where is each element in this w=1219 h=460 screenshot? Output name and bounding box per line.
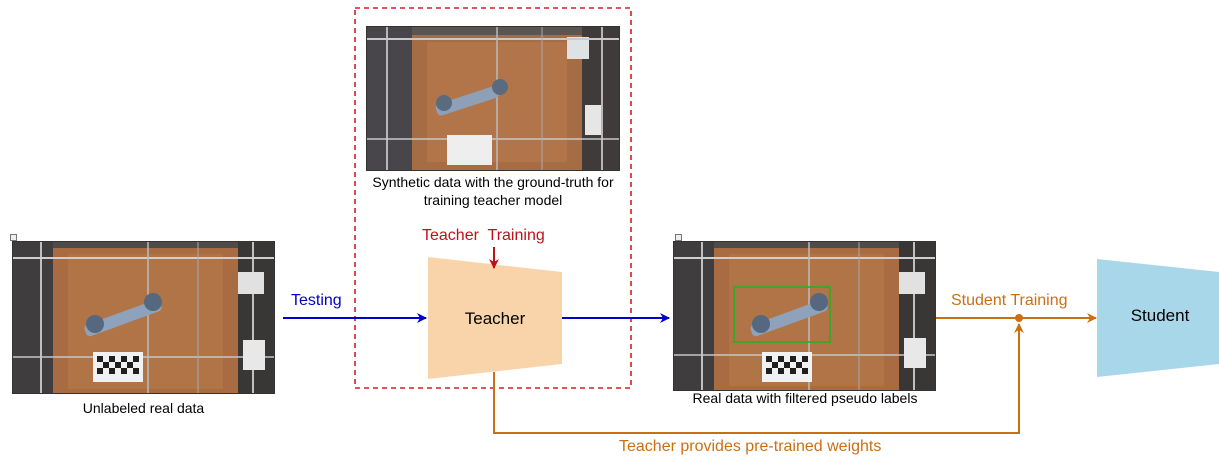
- unlabeled-data-image: [12, 241, 275, 394]
- detection-box: [733, 286, 831, 343]
- collapse-icon: [10, 234, 17, 241]
- student-training-label: Student Training: [951, 292, 1068, 309]
- pseudo-labeled-image: [673, 241, 936, 391]
- student-label: Student: [1130, 306, 1190, 325]
- pseudo-caption: Real data with filtered pseudo labels: [692, 390, 918, 406]
- synthetic-caption: Synthetic data with the ground-truth for…: [372, 174, 614, 208]
- synthetic-data-image: [366, 26, 620, 171]
- student-shape: [1097, 259, 1219, 377]
- teacher-training-label: Teacher Training: [422, 227, 545, 244]
- testing-label: Testing: [291, 292, 342, 309]
- teacher-label: Teacher: [464, 309, 526, 328]
- teacher-weights-arrow: [493, 323, 1024, 434]
- teacher-weights-label: Teacher provides pre-trained weights: [619, 438, 882, 455]
- unlabeled-caption: Unlabeled real data: [82, 400, 205, 416]
- teacher-shape: [428, 257, 562, 379]
- merge-dot: [1015, 314, 1023, 322]
- collapse-icon: [675, 234, 682, 241]
